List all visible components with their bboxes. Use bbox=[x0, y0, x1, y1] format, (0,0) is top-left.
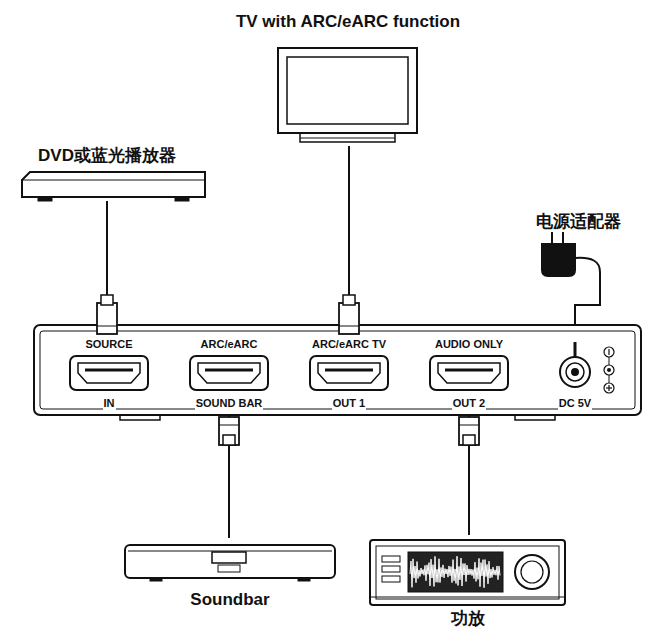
port-label: OUT 1 bbox=[332, 397, 366, 410]
port-label: ARC/eARC TV bbox=[311, 338, 387, 351]
port-label: SOUND BAR bbox=[195, 397, 264, 410]
adapter-picture bbox=[542, 232, 600, 282]
power-adapter: 电源适配器 bbox=[520, 212, 636, 282]
device-label: DVD或蓝光播放器 bbox=[38, 146, 176, 166]
port-label: ARC/eARC bbox=[200, 338, 259, 351]
dc-port: DC 5V bbox=[545, 340, 605, 410]
hdmi-plugs bbox=[97, 295, 479, 445]
device-housing bbox=[34, 325, 641, 420]
device-label: TV with ARC/eARC function bbox=[236, 12, 460, 32]
dvd-picture bbox=[22, 172, 205, 201]
dvd-player: DVD或蓝光播放器 bbox=[10, 146, 204, 201]
soundbar: Soundbar bbox=[120, 538, 340, 610]
tv-picture bbox=[278, 48, 417, 142]
device-label: 电源适配器 bbox=[536, 212, 621, 232]
port-label: SOURCE bbox=[84, 338, 133, 351]
hdmi-port: ARC/eARC TV OUT 1 bbox=[299, 338, 399, 410]
hdmi-port: ARC/eARC SOUND BAR bbox=[179, 338, 279, 410]
port-label: IN bbox=[103, 397, 116, 410]
hdmi-port: AUDIO ONLY OUT 2 bbox=[419, 338, 519, 410]
soundbar-picture bbox=[125, 545, 335, 581]
port-label: OUT 2 bbox=[452, 397, 486, 410]
amplifier-picture bbox=[370, 540, 565, 605]
port-label: AUDIO ONLY bbox=[434, 338, 504, 351]
hdmi-ports bbox=[70, 356, 508, 390]
device-label: 功放 bbox=[451, 609, 485, 629]
dc-jack bbox=[560, 342, 614, 393]
amplifier: 功放 bbox=[365, 535, 570, 629]
device-label: Soundbar bbox=[190, 590, 269, 610]
tv-device: TV with ARC/eARC function bbox=[213, 12, 483, 146]
hdmi-port: SOURCE IN bbox=[59, 338, 159, 410]
port-label: DC 5V bbox=[558, 397, 592, 410]
